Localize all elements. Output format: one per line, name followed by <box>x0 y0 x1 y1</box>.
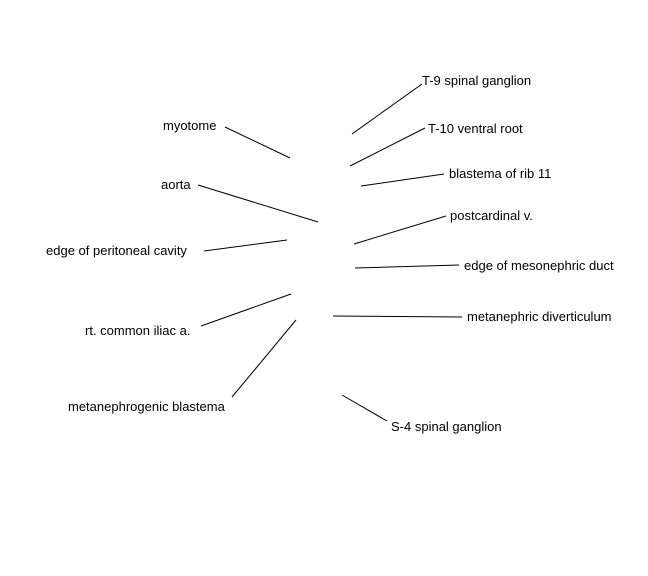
label-aorta: aorta <box>161 177 191 192</box>
leader-line-blastema-rib-11 <box>360 173 445 187</box>
leader-line-rt-common-iliac-a <box>200 293 292 327</box>
label-t9-spinal-ganglion: T-9 spinal ganglion <box>422 73 531 88</box>
label-s4-spinal-ganglion: S-4 spinal ganglion <box>391 419 502 434</box>
leader-line-edge-mesonephric-duct <box>354 264 460 269</box>
label-t10-ventral-root: T-10 ventral root <box>428 121 523 136</box>
label-metanephric-diverticulum: metanephric diverticulum <box>467 309 612 324</box>
leader-line-s4-spinal-ganglion <box>341 394 388 422</box>
label-postcardinal-v: postcardinal v. <box>450 208 533 223</box>
label-metanephrogenic-blastema: metanephrogenic blastema <box>68 399 226 414</box>
label-edge-peritoneal-cavity: edge of peritoneal cavity <box>46 243 187 258</box>
label-rt-common-iliac-a: rt. common iliac a. <box>85 323 190 338</box>
leader-line-myotome <box>224 126 291 159</box>
leader-line-t9-spinal-ganglion <box>351 83 423 135</box>
label-blastema-rib-11: blastema of rib 11 <box>449 166 551 181</box>
leader-line-metanephric-diverticulum <box>332 315 463 318</box>
leader-line-postcardinal-v <box>353 215 447 245</box>
leader-line-edge-peritoneal-cavity <box>203 239 288 252</box>
leader-line-metanephrogenic-blastema <box>231 319 297 398</box>
label-edge-mesonephric-duct: edge of mesonephric duct <box>464 258 614 273</box>
leader-line-t10-ventral-root <box>349 127 426 167</box>
leader-line-aorta <box>197 184 319 223</box>
label-myotome: myotome <box>163 118 216 133</box>
